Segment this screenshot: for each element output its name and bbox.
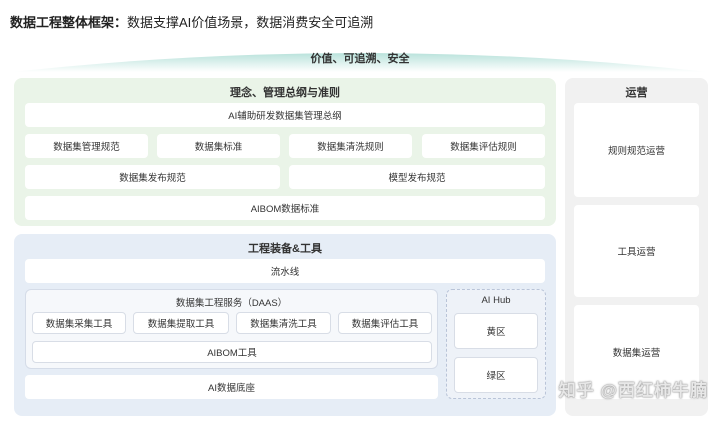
green-zone-box: 绿区 <box>454 357 538 393</box>
operations-title: 运营 <box>625 87 648 99</box>
dataset-collect-tool-box: 数据集采集工具 <box>32 312 126 334</box>
pipeline-box: 流水线 <box>25 259 545 283</box>
page-title: 数据工程整体框架：数据支撑AI价值场景，数据消费安全可追溯 <box>10 12 373 31</box>
dataset-standard-box: 数据集标准 <box>157 134 280 158</box>
dataset-release-spec-box: 数据集发布规范 <box>25 165 280 189</box>
aibom-tool-box: AIBOM工具 <box>32 341 432 363</box>
watermark: 知乎 @西红柿牛腩 <box>558 381 708 400</box>
rules-operation-box: 规则规范运营 <box>574 103 699 197</box>
tools-operation-box: 工具运营 <box>574 205 699 297</box>
dataset-clean-tool-box: 数据集清洗工具 <box>236 312 331 334</box>
principles-title: 理念、管理总纲与准则 <box>230 87 340 99</box>
aibom-standard-box: AIBOM数据标准 <box>25 196 545 220</box>
ai-hub-title: AI Hub <box>481 295 511 306</box>
title-rest: 数据支撑AI价值场景，数据消费安全可追溯 <box>127 15 374 30</box>
dataset-eval-tool-box: 数据集评估工具 <box>338 312 432 334</box>
model-release-spec-box: 模型发布规范 <box>289 165 545 189</box>
arch-label: 价值、可追溯、安全 <box>310 53 410 65</box>
title-bold: 数据工程整体框架： <box>10 15 128 30</box>
ai-data-base-box: AI数据底座 <box>25 375 438 399</box>
dataset-mgmt-spec-box: 数据集管理规范 <box>25 134 148 158</box>
yellow-zone-box: 黄区 <box>454 313 538 349</box>
arch-band <box>12 53 708 72</box>
principles-general-box: AI辅助研发数据集管理总纲 <box>25 103 545 127</box>
dataset-operation-box: 数据集运营 <box>574 305 699 399</box>
dataset-eval-rules-box: 数据集评估规则 <box>422 134 545 158</box>
engineering-title: 工程装备&工具 <box>248 243 322 255</box>
dataset-cleaning-rules-box: 数据集清洗规则 <box>289 134 412 158</box>
daas-title: 数据集工程服务（DAAS） <box>175 298 288 309</box>
dataset-extract-tool-box: 数据集提取工具 <box>133 312 229 334</box>
